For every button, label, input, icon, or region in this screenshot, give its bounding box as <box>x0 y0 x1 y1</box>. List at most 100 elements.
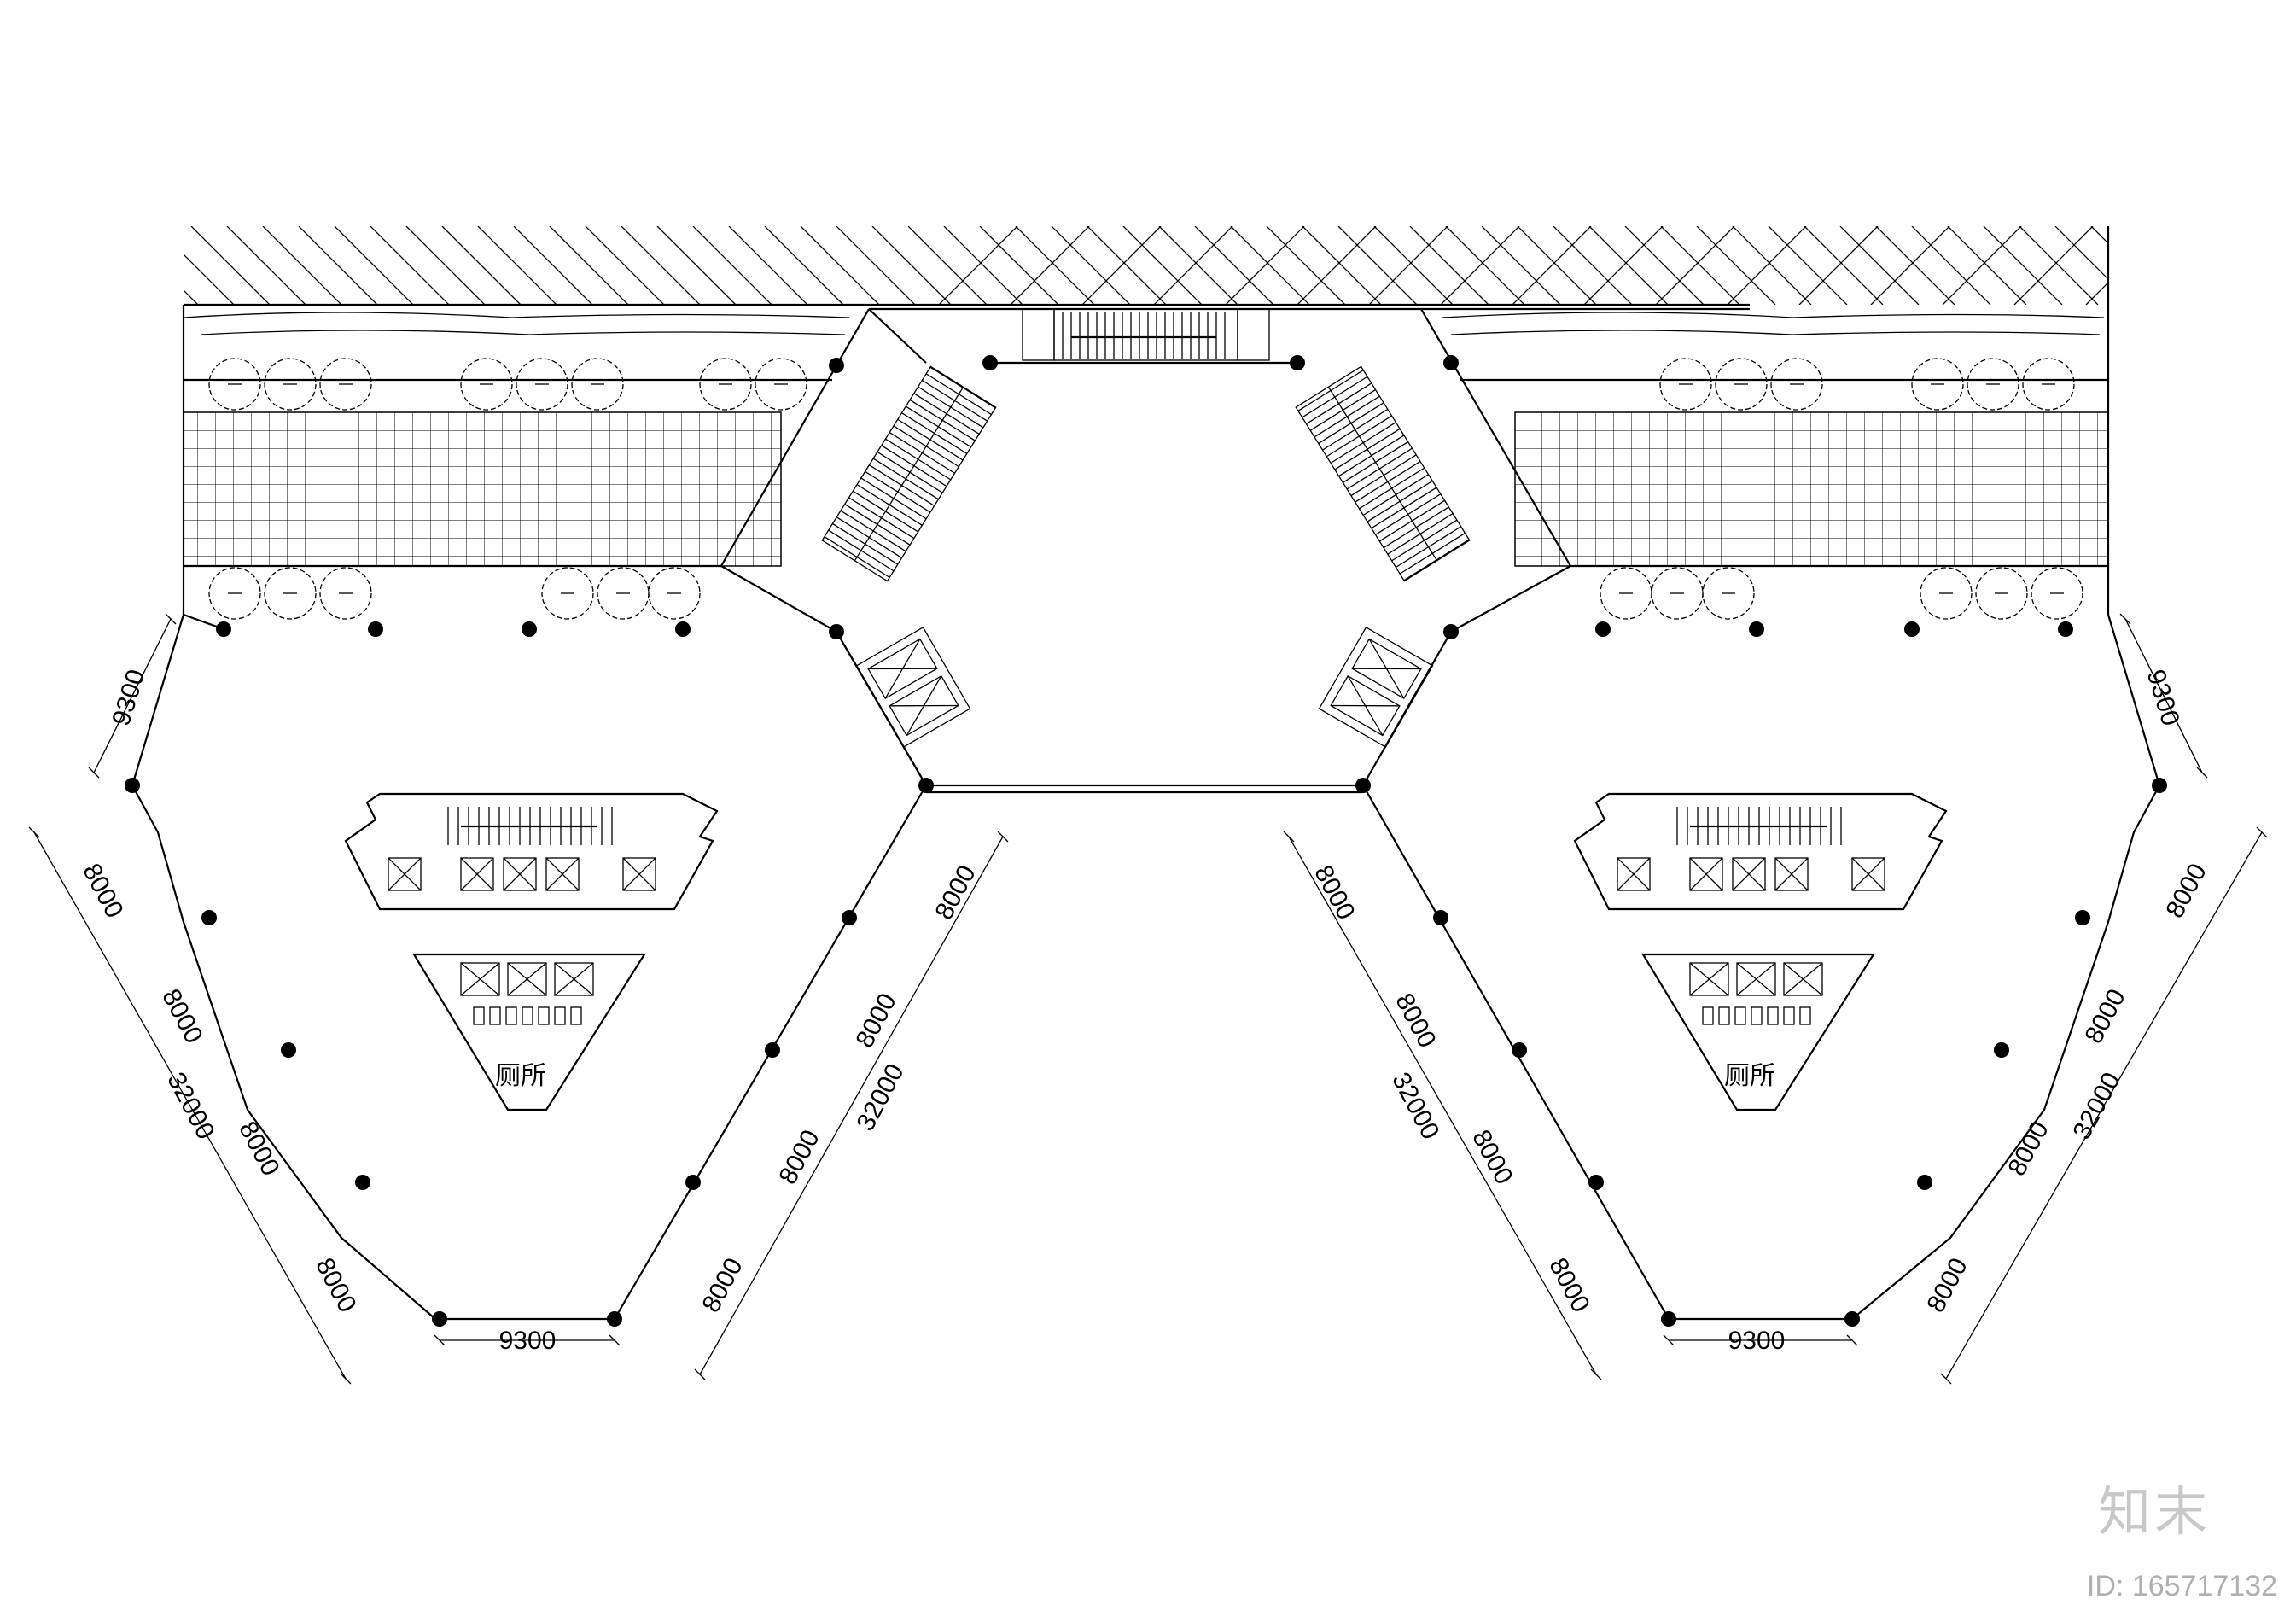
dim-left-inner-4: 8000 <box>696 1253 748 1316</box>
central-atrium <box>720 307 1571 794</box>
left-toilet-block: 厕所 <box>412 953 646 1111</box>
elevator-x <box>1689 857 1723 891</box>
escalator-step <box>1350 454 1417 497</box>
atrium-lift-right <box>1318 626 1434 749</box>
dim-left-outer-1: 8000 <box>77 859 128 922</box>
hatch-line <box>1942 226 2022 305</box>
hatch-line <box>1225 226 1305 305</box>
escalator-step <box>893 425 959 468</box>
tree-icon <box>1920 567 1973 620</box>
toilet-lift <box>1783 962 1823 996</box>
column-dot <box>2075 910 2090 925</box>
column-dot <box>1994 1042 2009 1058</box>
right-wing-outline <box>1362 614 2161 1321</box>
escalator-step <box>836 516 902 559</box>
column-dot <box>432 1311 447 1327</box>
toilet-label: 厕所 <box>495 1062 546 1090</box>
hatch-line <box>1588 226 1669 305</box>
hatch-line <box>370 226 450 305</box>
escalator-step <box>824 536 890 578</box>
elevator-shaft <box>1851 857 1885 891</box>
dim-right-inner-1: 8000 <box>1308 861 1360 924</box>
escalator-step <box>1297 370 1364 411</box>
escalator-step <box>1355 460 1421 503</box>
column-dot <box>201 910 217 925</box>
escalator-step <box>922 379 988 422</box>
structural-columns <box>125 355 2167 1327</box>
hatch-line <box>2127 226 2206 305</box>
column-dot <box>1355 778 1371 793</box>
hatch-line <box>1660 226 1740 305</box>
hatch-line <box>800 226 880 305</box>
dimension-tick <box>1283 831 1295 843</box>
escalator-step <box>1396 526 1462 569</box>
dim-left-top-diag: 9300 <box>107 666 150 728</box>
escalator-step <box>918 386 984 429</box>
hatch-line <box>1337 226 1418 305</box>
elevator-shaft <box>1689 857 1723 891</box>
tree-icon <box>208 358 261 411</box>
column-dot <box>1904 621 1920 637</box>
dim-right-inner-total: 32000 <box>1386 1068 1444 1144</box>
left-landscape <box>183 308 870 568</box>
dim-left-outer-2: 8000 <box>156 984 207 1047</box>
column-dot <box>607 1311 622 1327</box>
hatch-line <box>1804 226 1884 305</box>
elevator-x <box>1774 857 1809 891</box>
elevator-x <box>1732 857 1766 891</box>
column-dot <box>125 778 140 793</box>
column-dot <box>765 1042 780 1058</box>
escalator-step <box>1362 474 1429 516</box>
elevator-x <box>1617 857 1651 891</box>
hatch-line <box>943 226 1023 305</box>
toilet-stall <box>489 1006 501 1025</box>
escalator-step <box>840 510 906 552</box>
tree-icon <box>319 567 372 620</box>
toilet-lift <box>1689 962 1729 996</box>
elevator-shaft <box>460 857 494 891</box>
dim-right-bottom: 9300 <box>1728 1327 1786 1355</box>
hatch-line <box>1302 226 1382 305</box>
toilet-stall <box>538 1006 550 1025</box>
tree-icon <box>460 358 513 411</box>
hatch-line <box>298 226 378 305</box>
watermark-logo: 知末 <box>2097 1480 2211 1543</box>
escalator-step <box>1375 493 1442 535</box>
hatch-line <box>2085 282 2108 305</box>
elevator-shaft <box>1617 857 1651 891</box>
hatch-line <box>938 226 1018 305</box>
hatch-line <box>1015 226 1095 305</box>
column-dot <box>1917 1175 1932 1190</box>
dimension-tick <box>2196 767 2208 779</box>
hatch-line <box>621 226 701 305</box>
column-dot <box>216 621 231 637</box>
dimension-tick <box>609 1334 621 1346</box>
escalator-step <box>913 393 980 435</box>
elevator-shaft <box>545 857 580 891</box>
toilet-lift-x <box>460 962 500 996</box>
tree-icon <box>1967 358 2019 411</box>
hatch-line <box>1947 226 2027 305</box>
column-dot <box>829 358 844 373</box>
column-dot <box>1512 1042 1527 1058</box>
hatch-line <box>1010 226 1090 305</box>
toilet-stall <box>1734 1006 1746 1025</box>
escalator-step <box>848 497 915 540</box>
right-toilet-block: 厕所 <box>1641 953 1875 1111</box>
column-dot <box>1661 1311 1676 1327</box>
hatch-line <box>1297 226 1377 305</box>
hatch-line <box>1087 226 1167 305</box>
elevator-shaft <box>388 857 422 891</box>
hatch-line <box>2090 226 2108 244</box>
dimension-tick <box>434 1334 446 1346</box>
hatch-line <box>2163 226 2241 305</box>
dim-left-inner-total: 32000 <box>851 1059 909 1135</box>
escalator-step <box>905 406 971 448</box>
escalator-step <box>1302 376 1368 418</box>
escalator-step <box>856 484 923 526</box>
hatch-line <box>441 226 522 305</box>
dim-left-inner-3: 8000 <box>773 1125 825 1188</box>
elevator-x <box>388 857 422 891</box>
tree-icon <box>541 567 594 620</box>
hatch-line <box>1875 226 1955 305</box>
